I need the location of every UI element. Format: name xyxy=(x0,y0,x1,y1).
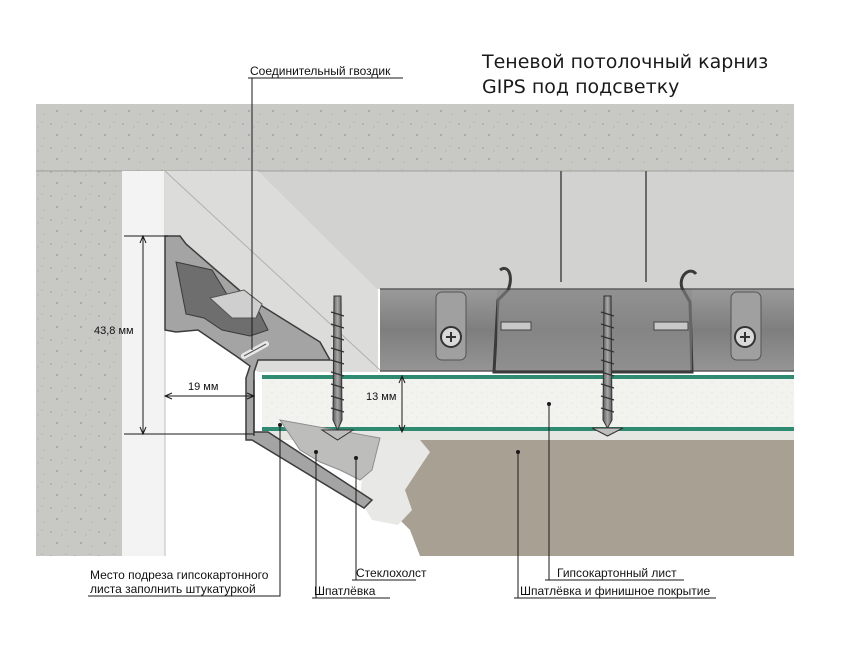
dim-board xyxy=(398,374,406,434)
board-bottom-edge xyxy=(262,427,794,431)
dim-width-label: 19 мм xyxy=(188,381,219,393)
board-top-edge xyxy=(262,375,794,379)
screw-left xyxy=(320,295,355,441)
diagram-title-line2: GIPS под подсветку xyxy=(482,76,680,98)
drywall-board xyxy=(262,378,794,430)
label-cut-fill-line1: Место подреза гипсокартонного xyxy=(90,568,269,582)
leader-connector-nail xyxy=(248,77,403,350)
finish-coat xyxy=(388,440,794,556)
profile-clamp xyxy=(492,267,698,374)
dim-height-label: 43,8 мм xyxy=(94,325,134,337)
leader-fiberglass xyxy=(352,458,416,581)
leader-cut-fill xyxy=(88,425,281,597)
dim-width xyxy=(163,380,256,436)
connector-nail xyxy=(241,341,269,359)
label-connector-nail: Соединительный гвоздик xyxy=(250,64,391,78)
diagram-title-line1: Теневой потолочный карниз xyxy=(482,51,769,73)
dim-height xyxy=(124,234,254,436)
label-cut-fill-line2: листа заполнить штукатуркой xyxy=(90,582,256,596)
screw-right xyxy=(591,295,624,437)
bolt-right xyxy=(730,291,762,361)
label-putty: Шпатлёвка xyxy=(314,584,376,598)
leader-finish xyxy=(514,452,716,599)
clamp-screw-left xyxy=(500,321,532,331)
dot-cut-fill xyxy=(278,423,282,427)
concrete-wall xyxy=(36,171,122,556)
leader-putty xyxy=(312,452,390,599)
bolt-left xyxy=(435,291,467,361)
putty-joint xyxy=(278,419,381,481)
dot-drywall xyxy=(547,402,551,406)
label-drywall-sheet: Гипсокартонный лист xyxy=(557,566,677,580)
dot-fiberglass xyxy=(354,456,358,460)
label-fiberglass: Стеклохолст xyxy=(356,566,427,580)
dot-putty xyxy=(314,450,318,454)
clamp-screw-right xyxy=(653,321,689,331)
dot-finish xyxy=(516,450,520,454)
dim-board-label: 13 мм xyxy=(366,391,397,403)
leader-drywall xyxy=(545,404,684,581)
label-finish: Шпатлёвка и финишное покрытие xyxy=(520,584,711,598)
concrete-slab xyxy=(36,104,794,171)
